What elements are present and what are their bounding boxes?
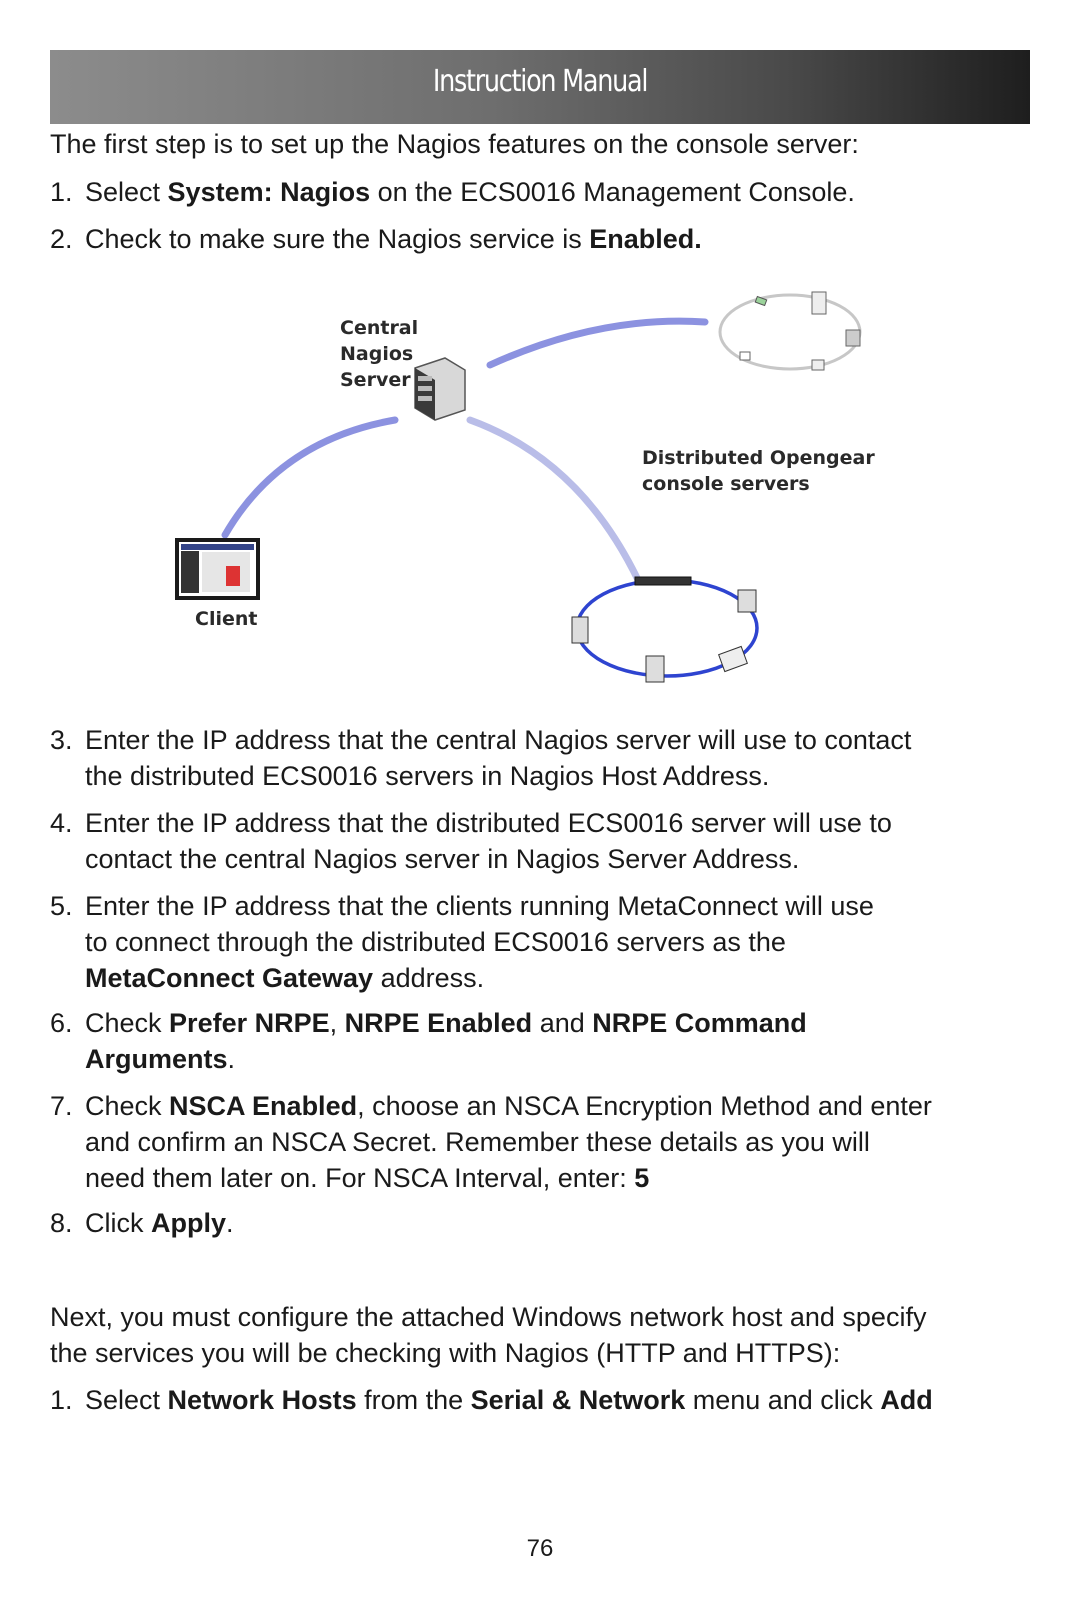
step-number: 7.: [50, 1091, 73, 1121]
nagios-network-diagram: Central Nagios Server Distributed Openge…: [160, 290, 920, 720]
step-2-check-enabled: 2. Check to make sure the Nagios service…: [50, 221, 1040, 257]
header-bar: Instruction Manual: [50, 50, 1030, 124]
top-ring-device-icons: [739, 291, 861, 371]
link-server-to-bottom-ring: [466, 416, 642, 584]
link-server-to-client: [221, 416, 399, 539]
step-number: 2.: [50, 224, 73, 254]
step-7-nsca-settings: 7. Check NSCA Enabled, choose an NSCA En…: [50, 1088, 1040, 1196]
step-number: 4.: [50, 808, 73, 838]
step-number: 1.: [50, 1385, 73, 1415]
step-number: 5.: [50, 891, 73, 921]
page-number: 76: [526, 1535, 554, 1562]
bottom-ring-device-icons: [571, 576, 757, 683]
step-8-click-apply: 8. Click Apply.: [50, 1205, 1040, 1241]
intro-text: The first step is to set up the Nagios f…: [50, 129, 859, 159]
central-nagios-server-label: Central Nagios Server: [340, 317, 419, 391]
server-tower-icon: [414, 357, 466, 421]
step-1-network-hosts: 1. Select Network Hosts from the Serial …: [50, 1382, 1040, 1418]
step-5-metaconnect-gateway: 5. Enter the IP address that the clients…: [50, 888, 1040, 996]
step-1-select-nagios: 1. Select System: Nagios on the ECS0016 …: [50, 174, 1040, 210]
link-server-to-top-ring: [486, 317, 709, 369]
step-6-nrpe-settings: 6. Check Prefer NRPE, NRPE Enabled and N…: [50, 1005, 1040, 1077]
step-number: 1.: [50, 177, 73, 207]
distributed-servers-label: Distributed Opengear console servers: [642, 447, 875, 495]
step-number: 8.: [50, 1208, 73, 1238]
client-label: Client: [195, 608, 258, 630]
intro-text-2: Next, you must configure the attached Wi…: [50, 1302, 927, 1368]
step-number: 6.: [50, 1008, 73, 1038]
client-monitor-icon: [175, 538, 260, 600]
diagram-graphics: [175, 291, 862, 683]
step-3-host-address: 3. Enter the IP address that the central…: [50, 722, 1040, 794]
step-4-server-address: 4. Enter the IP address that the distrib…: [50, 805, 1040, 877]
header-title: Instruction Manual: [432, 64, 649, 99]
step-number: 3.: [50, 725, 73, 755]
